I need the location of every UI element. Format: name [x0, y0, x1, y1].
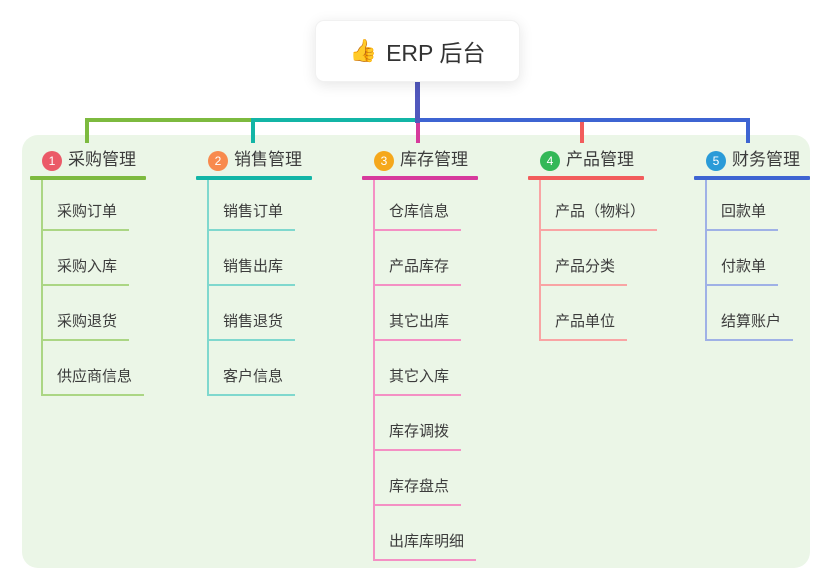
badge-3: 3	[374, 151, 394, 171]
badge-5: 5	[706, 151, 726, 171]
child-node[interactable]: 付款单	[705, 259, 779, 286]
branch-inventory-label: 库存管理	[400, 150, 468, 169]
connector-branch-5	[417, 118, 750, 122]
child-node[interactable]: 产品单位	[539, 314, 628, 341]
child-node[interactable]: 产品（物料）	[539, 204, 658, 231]
root-node[interactable]: 👍 ERP 后台	[315, 20, 520, 82]
connector-branch-1-drop	[85, 118, 89, 143]
branch-purchase-head[interactable]: 1 采购管理	[30, 148, 146, 180]
badge-4: 4	[540, 151, 560, 171]
child-node[interactable]: 销售退货	[207, 314, 296, 341]
branch-inventory-spine	[373, 180, 375, 561]
badge-1: 1	[42, 151, 62, 171]
branch-product: 4 产品管理 产品（物料） 产品分类 产品单位	[528, 148, 658, 341]
connector-branch-4-drop	[580, 118, 584, 143]
thumbs-up-icon: 👍	[349, 38, 378, 63]
branch-purchase: 1 采购管理 采购订单 采购入库 采购退货 供应商信息	[30, 148, 146, 396]
child-node[interactable]: 回款单	[705, 204, 779, 231]
branch-finance: 5 财务管理 回款单 付款单 结算账户	[694, 148, 810, 341]
child-node[interactable]: 客户信息	[207, 369, 296, 396]
child-node[interactable]: 仓库信息	[373, 204, 462, 231]
branch-product-label: 产品管理	[566, 150, 634, 169]
child-node[interactable]: 供应商信息	[41, 369, 145, 396]
child-node[interactable]: 销售订单	[207, 204, 296, 231]
branch-inventory: 3 库存管理 仓库信息 产品库存 其它出库 其它入库 库存调拨 库存盘点 出库库…	[362, 148, 478, 561]
child-node[interactable]: 采购退货	[41, 314, 130, 341]
branch-purchase-spine	[41, 180, 43, 396]
branch-product-spine	[539, 180, 541, 341]
child-node[interactable]: 采购订单	[41, 204, 130, 231]
branch-purchase-underline	[30, 176, 146, 180]
branch-sales-underline	[196, 176, 312, 180]
branches-panel	[22, 135, 810, 568]
child-node[interactable]: 产品库存	[373, 259, 462, 286]
branch-sales-label: 销售管理	[234, 150, 302, 169]
branch-finance-underline	[694, 176, 810, 180]
branch-finance-spine	[705, 180, 707, 341]
connector-branch-5-drop	[746, 118, 750, 143]
branch-finance-head[interactable]: 5 财务管理	[694, 148, 810, 180]
child-node[interactable]: 其它出库	[373, 314, 462, 341]
branch-sales: 2 销售管理 销售订单 销售出库 销售退货 客户信息	[196, 148, 312, 396]
child-node[interactable]: 产品分类	[539, 259, 628, 286]
root-stem-line	[415, 82, 420, 123]
child-node[interactable]: 库存调拨	[373, 424, 462, 451]
connector-branch-3-drop	[416, 123, 420, 143]
child-node[interactable]: 结算账户	[705, 314, 794, 341]
branch-inventory-underline	[362, 176, 478, 180]
connector-branch-2	[251, 118, 419, 122]
branch-sales-spine	[207, 180, 209, 396]
child-node[interactable]: 其它入库	[373, 369, 462, 396]
badge-2: 2	[208, 151, 228, 171]
child-node[interactable]: 出库库明细	[373, 534, 477, 561]
branch-sales-head[interactable]: 2 销售管理	[196, 148, 312, 180]
child-node[interactable]: 销售出库	[207, 259, 296, 286]
branch-inventory-head[interactable]: 3 库存管理	[362, 148, 478, 180]
connector-branch-2-drop	[251, 118, 255, 143]
branch-finance-label: 财务管理	[732, 150, 800, 169]
branch-product-underline	[528, 176, 644, 180]
branch-product-head[interactable]: 4 产品管理	[528, 148, 644, 180]
child-node[interactable]: 库存盘点	[373, 479, 462, 506]
branch-purchase-label: 采购管理	[68, 150, 136, 169]
child-node[interactable]: 采购入库	[41, 259, 130, 286]
root-node-label: ERP 后台	[386, 40, 486, 66]
